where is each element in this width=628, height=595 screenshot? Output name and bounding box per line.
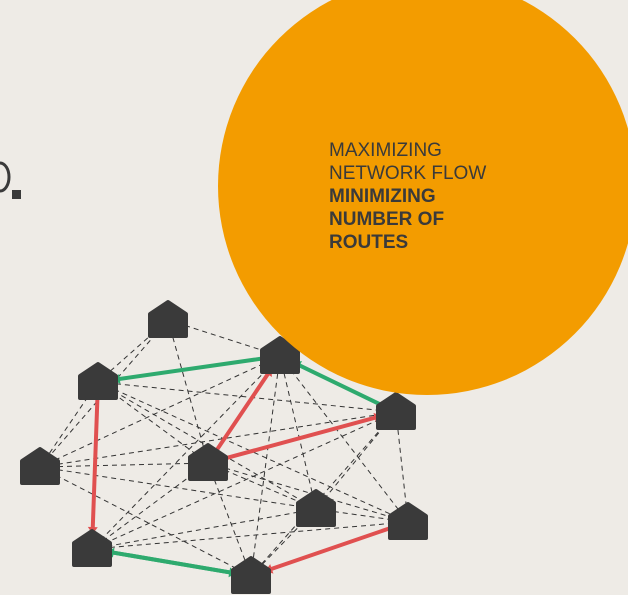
edge-n3-n10 xyxy=(279,355,409,523)
callout-line-4: NUMBER OF xyxy=(329,209,445,230)
callout-line-5: ROUTES xyxy=(329,232,409,253)
edge-n3-n9 xyxy=(250,355,281,577)
edge-n4-n6 xyxy=(39,411,397,468)
small-square-icon xyxy=(12,190,21,199)
edge-n3-n7 xyxy=(279,355,317,510)
flow-n9-n8 xyxy=(105,549,238,576)
flow-n5-n3 xyxy=(214,367,274,452)
node-n2-home-pentagon-icon xyxy=(78,362,118,400)
flow-n2-n8 xyxy=(90,395,100,536)
node-n5-home-pentagon-icon xyxy=(188,443,228,481)
node-n8-home-pentagon-icon xyxy=(72,529,112,567)
edge-n1-n4 xyxy=(39,319,169,468)
edge-n7-n9 xyxy=(250,508,317,577)
node-n4-home-pentagon-icon xyxy=(20,447,60,485)
edge-n5-n10 xyxy=(207,462,409,523)
edge-n3-n4 xyxy=(39,355,281,468)
edge-n2-n6 xyxy=(97,381,397,413)
flow-arrows xyxy=(87,356,395,578)
edge-n7-n8 xyxy=(91,508,317,550)
flow-n10-n9 xyxy=(264,525,395,573)
edge-n4-n7 xyxy=(39,466,317,510)
node-n9-home-pentagon-icon xyxy=(231,556,271,594)
partial-circle-outline xyxy=(0,161,11,193)
edge-n4-n5 xyxy=(39,462,209,468)
edge-n5-n9 xyxy=(207,462,252,577)
node-n6-home-pentagon-icon xyxy=(376,392,416,430)
nodes xyxy=(20,300,428,594)
edge-n2-n10 xyxy=(97,381,409,523)
callout-line-2: NETWORK FLOW xyxy=(329,163,487,184)
node-n1-home-pentagon-icon xyxy=(148,300,188,338)
callout-line-3: MINIMIZING xyxy=(329,186,436,207)
edge-n4-n9 xyxy=(39,466,252,577)
edge-n5-n8 xyxy=(91,462,209,550)
edge-n1-n2 xyxy=(97,319,169,383)
edge-n7-n10 xyxy=(315,508,409,523)
edge-n6-n8 xyxy=(91,411,397,550)
flow-n5-n6 xyxy=(221,414,383,461)
callout-line-1: MAXIMIZING xyxy=(329,140,442,161)
flow-n6-n3 xyxy=(292,360,384,408)
edge-n2-n4 xyxy=(39,381,99,468)
node-n10-home-pentagon-icon xyxy=(388,502,428,540)
flow-n3-n2 xyxy=(111,356,267,382)
edge-n8-n10 xyxy=(91,521,409,550)
callout-text: MAXIMIZING NETWORK FLOW MINIMIZING NUMBE… xyxy=(329,139,529,254)
callout-circle xyxy=(218,0,628,395)
node-n7-home-pentagon-icon xyxy=(296,489,336,527)
